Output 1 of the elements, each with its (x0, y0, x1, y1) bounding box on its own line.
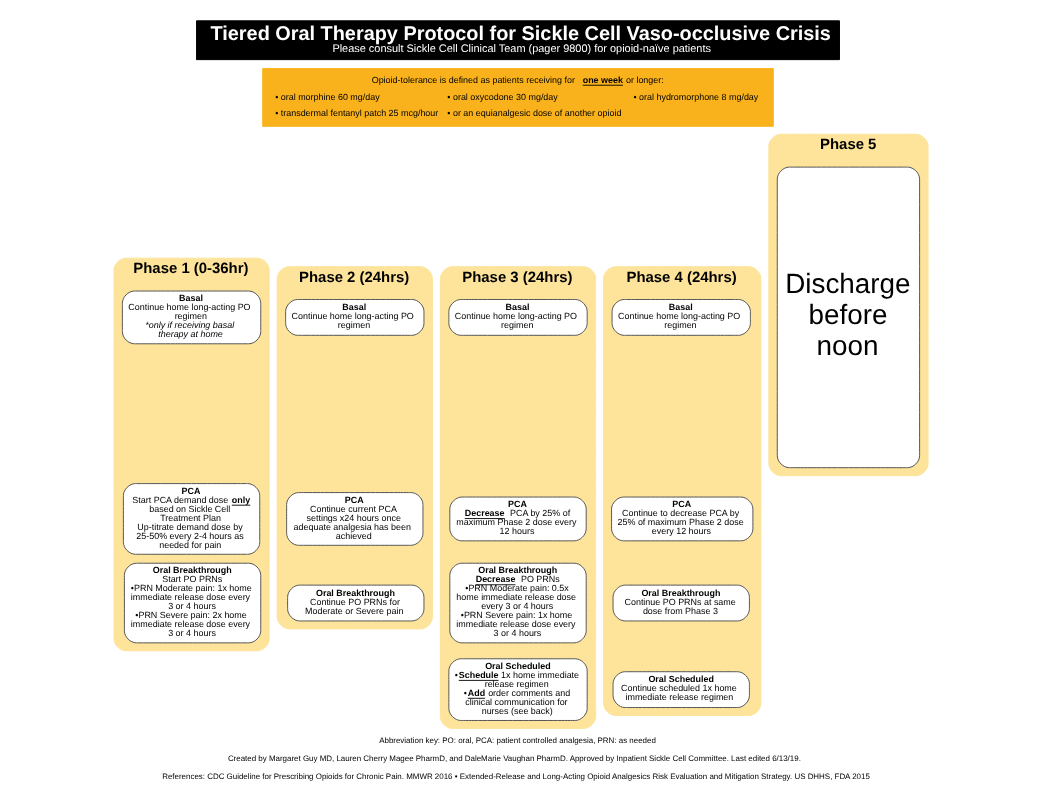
node-box: Discharge before noon (775, 166, 920, 469)
